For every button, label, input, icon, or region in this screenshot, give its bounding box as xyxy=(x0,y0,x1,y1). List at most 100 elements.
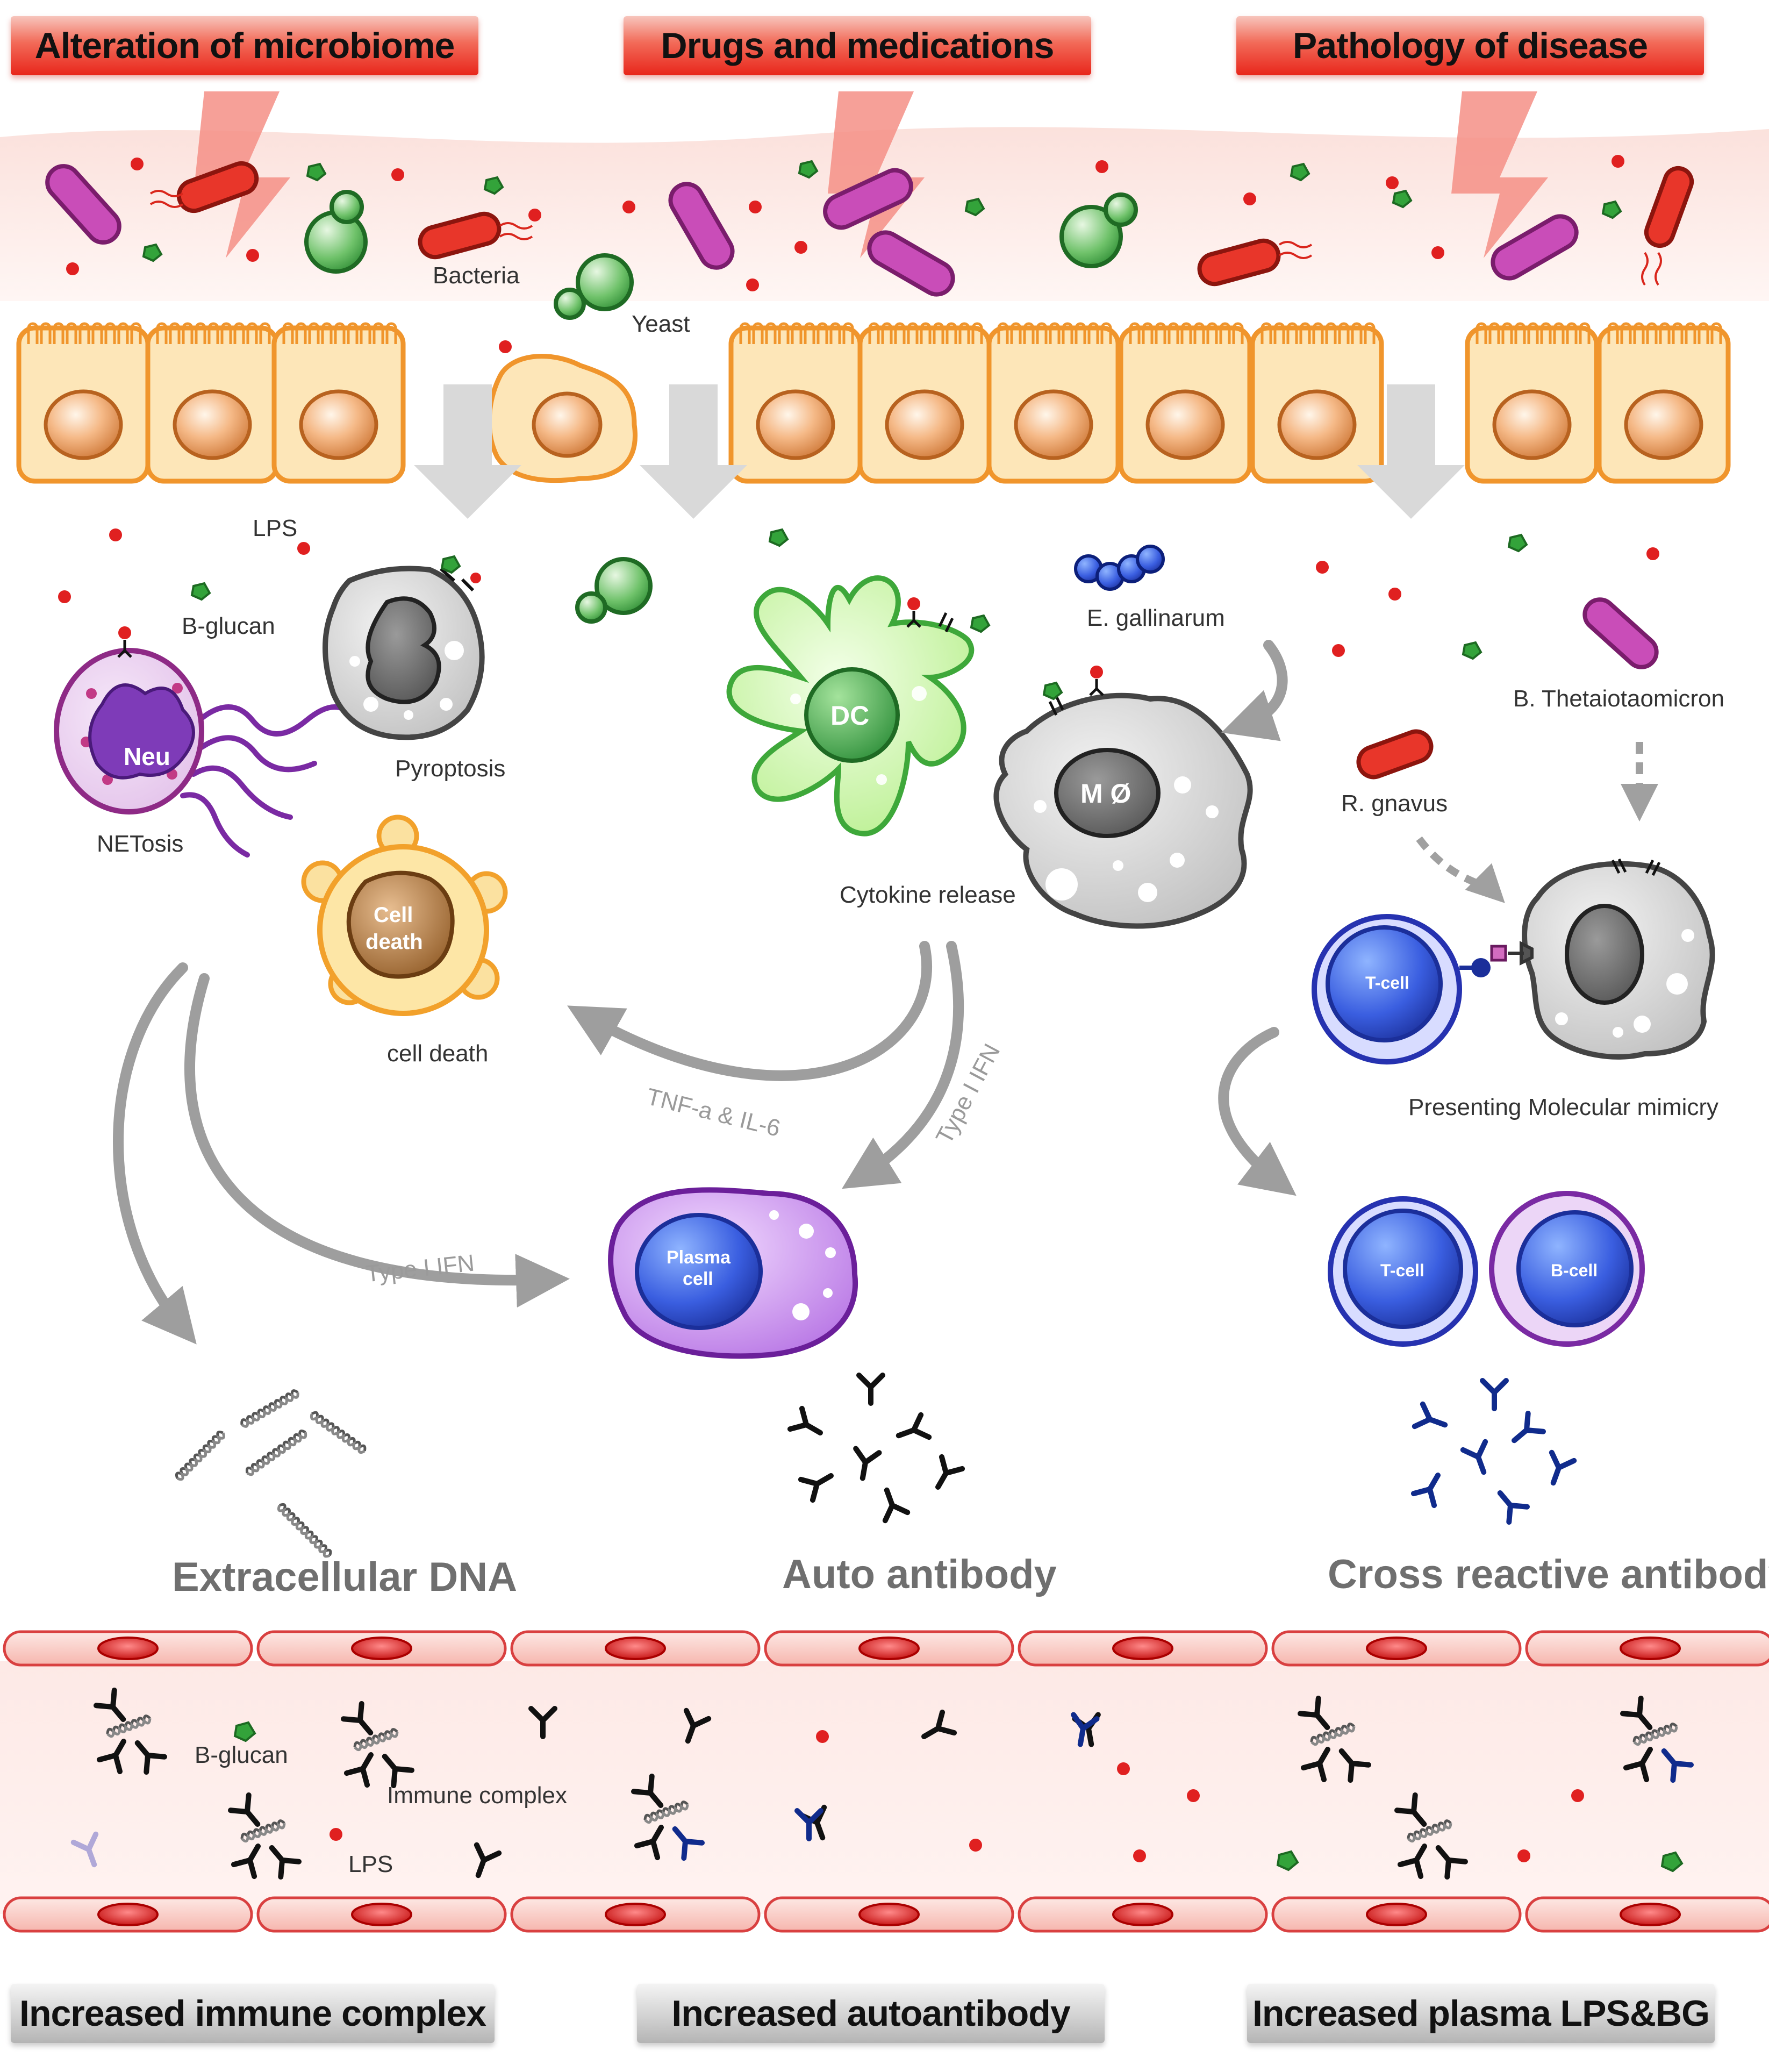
antibody-icon xyxy=(1071,1712,1100,1747)
macrophage-label: M Ø xyxy=(1080,778,1131,809)
cell-death-label-1: Cell xyxy=(374,903,413,927)
immune-complex xyxy=(631,1774,705,1861)
antibody-icon xyxy=(634,1825,664,1861)
b-glucan-particle xyxy=(1660,1851,1684,1873)
endothelial-cell xyxy=(510,1896,761,1933)
lps-particle xyxy=(969,1839,982,1852)
epithelial-cell xyxy=(986,322,1121,484)
vessel-wall-top xyxy=(3,1630,1769,1667)
cross-reactive-antibodies xyxy=(1410,1378,1577,1525)
antibody-icon xyxy=(1394,1792,1427,1827)
dna-helix xyxy=(1407,1819,1452,1843)
antibody-icon xyxy=(1435,1845,1468,1880)
antibody-icon xyxy=(528,1706,557,1739)
flagella xyxy=(149,190,1662,286)
dna-helix xyxy=(240,1819,286,1843)
dna-helix xyxy=(175,1431,225,1481)
antibody-icon xyxy=(228,1792,261,1827)
pathway-arrows xyxy=(113,640,1297,1345)
endothelial-cell xyxy=(3,1896,253,1933)
immune-complex xyxy=(341,1701,414,1788)
endothelial-cell xyxy=(256,1630,507,1667)
lps-particles xyxy=(58,155,1659,657)
endothelial-cell xyxy=(3,1630,253,1667)
lightning-bolt-icon xyxy=(1451,91,1548,258)
outcome-cross-antibody: Cross reactive antibody xyxy=(1328,1552,1769,1597)
antibody-icon xyxy=(921,1709,957,1739)
antibody-icon xyxy=(134,1740,167,1775)
dna-helix xyxy=(1632,1723,1678,1746)
label-netosis: NETosis xyxy=(97,831,184,857)
antibody-icon xyxy=(343,1752,374,1788)
lps-particle xyxy=(1571,1789,1584,1802)
banner-plasma-lps-bg: Increased plasma LPS&BG xyxy=(1247,1984,1715,2043)
antibody-icon xyxy=(1623,1747,1653,1783)
endothelial-cell xyxy=(764,1630,1014,1667)
antibody-icon xyxy=(1661,1748,1694,1783)
t-cell-label-b: T-cell xyxy=(1380,1261,1424,1280)
bacteria-purple xyxy=(45,164,1579,297)
label-cytokine-release: Cytokine release xyxy=(840,882,1016,908)
endothelial-cell xyxy=(1018,1630,1268,1667)
e-gallinarum-icon xyxy=(1074,545,1165,591)
banner-microbiome: Alteration of microbiome xyxy=(11,16,478,75)
extracellular-dna xyxy=(175,1389,367,1558)
lps-particle xyxy=(330,1828,342,1841)
label-presenting: Presenting Molecular mimicry xyxy=(1408,1094,1719,1120)
epithelial-cell xyxy=(1250,322,1384,484)
banner-immune-complex: Increased immune complex xyxy=(11,1984,495,2043)
b-cell xyxy=(1489,1191,1645,1347)
epithelial-cell xyxy=(857,322,992,484)
label-yeast: Yeast xyxy=(632,311,690,337)
antibody-icon xyxy=(683,1707,712,1744)
label-r-gnavus: R. gnavus xyxy=(1341,790,1448,817)
vessel-lumen xyxy=(0,1661,1769,1914)
antibody-icon xyxy=(1397,1844,1427,1880)
antibody-icon xyxy=(1300,1747,1330,1783)
antibody-icon xyxy=(231,1844,261,1880)
immune-complex xyxy=(228,1792,302,1880)
endothelial-cell xyxy=(256,1896,507,1933)
banner-drugs: Drugs and medications xyxy=(624,16,1091,75)
plasma-label-1: Plasma xyxy=(667,1247,731,1268)
label-b-glucan: B-glucan xyxy=(182,613,275,639)
b-cell-label: B-cell xyxy=(1551,1261,1598,1280)
antibody-icon xyxy=(382,1754,414,1788)
antibody-icon xyxy=(853,1446,882,1481)
antibody-icon xyxy=(1512,1411,1546,1444)
dna-helix xyxy=(106,1714,152,1738)
neu-label: Neu xyxy=(124,742,170,770)
dna-helix xyxy=(643,1801,689,1824)
antibody-icon xyxy=(896,1412,932,1440)
plasma-cell xyxy=(608,1187,858,1359)
outcome-dna: Extracellular DNA xyxy=(172,1554,518,1600)
banner-autoantibody: Increased autoantibody xyxy=(637,1984,1105,2043)
antibody-icon xyxy=(94,1688,126,1722)
endothelial-cell xyxy=(510,1630,761,1667)
immune-complex xyxy=(1298,1696,1371,1783)
antibody-icon xyxy=(672,1826,705,1861)
dna-helix xyxy=(310,1411,367,1454)
dna-helix xyxy=(240,1389,299,1428)
vessel-label-b-glucan: B-glucan xyxy=(195,1742,288,1768)
label-cell-death: cell death xyxy=(387,1040,489,1067)
cell-death-label-2: death xyxy=(366,930,423,954)
endothelial-cell xyxy=(1525,1896,1769,1933)
epithelial-cell xyxy=(1596,322,1731,484)
epithelial-cell xyxy=(145,322,280,484)
pyroptosis-cell xyxy=(323,555,485,740)
antibody-icon xyxy=(1620,1696,1653,1730)
macrophage-cell xyxy=(993,666,1253,929)
lps-particle xyxy=(1187,1789,1200,1802)
epithelial-cell xyxy=(1118,322,1252,484)
label-pyroptosis: Pyroptosis xyxy=(395,755,506,782)
bacteria-red xyxy=(176,161,1694,287)
banner-pathology: Pathology of disease xyxy=(1236,16,1704,75)
endothelial-cell xyxy=(1018,1896,1268,1933)
antibody-icon xyxy=(269,1845,302,1880)
bacteria-purple xyxy=(1582,597,1659,669)
antibody-icon xyxy=(1338,1748,1371,1783)
vessel-wall-bottom xyxy=(3,1896,1769,1933)
antibody-icon xyxy=(935,1454,965,1490)
